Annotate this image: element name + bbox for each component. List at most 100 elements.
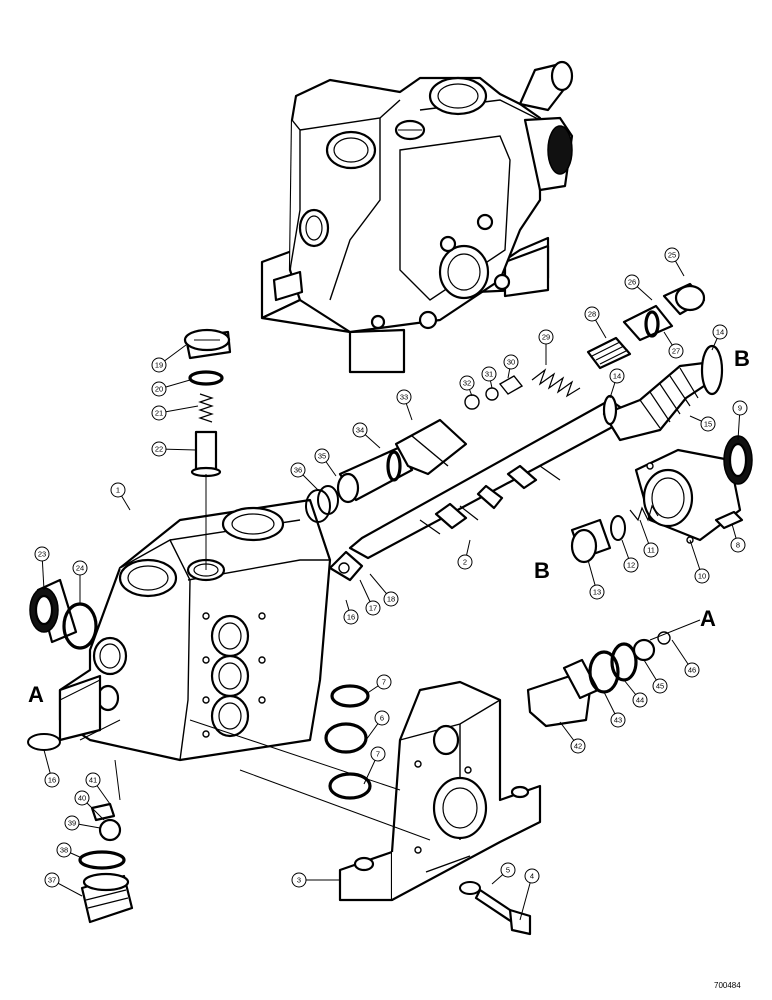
callout-circle [110,482,126,498]
end-cap [634,435,753,544]
callout-label: 10 [698,572,706,581]
callout-circle [352,422,368,438]
lower-left-parts [27,733,134,924]
callout-circle [668,343,684,359]
callout-circle [457,554,473,570]
callout-circle [151,357,167,373]
callout-circle [370,746,386,762]
callout-circle [664,247,680,263]
callout-circle [624,274,640,290]
callout-label: 12 [627,561,635,570]
callout-label: 19 [155,361,163,370]
sleeve-parts [570,504,659,564]
callout-circle [610,712,626,728]
marker-a-left: A [28,682,44,707]
callout-label: 30 [507,358,515,367]
callout-circle [570,738,586,754]
callout-circle [584,306,600,322]
callout-label: 24 [76,564,84,573]
callout-circle [684,662,700,678]
callout-label: 42 [574,742,582,751]
callout-label: 7 [382,678,386,687]
callout-label: 6 [380,714,384,723]
callout-circle [290,462,306,478]
relief-cartridge [305,418,468,523]
callout-label: 13 [593,588,601,597]
marker-b-top: B [734,346,750,371]
callout-label: 36 [294,466,302,475]
callout-circle [524,868,540,884]
callout-label: 16 [48,776,56,785]
callout-label: 3 [297,876,301,885]
callout-circle [64,815,80,831]
callout-circle [623,557,639,573]
callout-label: 9 [738,404,742,413]
callout-label: 32 [463,379,471,388]
callout-label: 45 [656,682,664,691]
callout-label: 15 [704,420,712,429]
callout-circle [500,862,516,878]
callout-label: 35 [318,452,326,461]
callout-circle [481,366,497,382]
callout-circle [589,584,605,600]
callout-label: 23 [38,550,46,559]
callout-label: 5 [506,866,510,875]
callout-circle [365,600,381,616]
callout-label: 8 [736,541,740,550]
center-o-rings [324,684,372,800]
callout-circle [291,872,307,888]
callout-label: 20 [155,385,163,394]
callout-circle [503,354,519,370]
callout-circle [74,790,90,806]
callout-circle [694,568,710,584]
callout-label: 41 [89,776,97,785]
callout-circle [343,609,359,625]
marker-b-left: B [534,558,550,583]
callout-label: 43 [614,716,622,725]
callout-label: 39 [68,819,76,828]
callout-label: 16 [347,613,355,622]
mounting-bolt [459,881,532,936]
check-valve-parts [526,631,671,728]
callout-label: 29 [542,333,550,342]
callout-label: 40 [78,794,86,803]
callout-circle [34,546,50,562]
callout-label: 4 [530,872,534,881]
callout-label: 26 [628,278,636,287]
callout-circle [538,329,554,345]
callout-circle [314,448,330,464]
callout-label: 31 [485,370,493,379]
assembled-valve [260,60,574,374]
valve-body [58,498,332,762]
callout-circle [151,441,167,457]
callout-circle [730,537,746,553]
callout-label: 38 [60,846,68,855]
callout-circle [609,368,625,384]
callout-circle [396,389,412,405]
pedestal-base [338,680,542,902]
callout-circle [72,560,88,576]
callout-circle [56,842,72,858]
callout-label: 1 [116,486,120,495]
callout-label: 22 [155,445,163,454]
callout-circle [383,591,399,607]
assembly-guide-lines [59,474,701,841]
callout-label: 18 [387,595,395,604]
callout-label: 7 [376,750,380,759]
top-plug-assembly [183,328,232,478]
callout-label: 14 [716,328,724,337]
callout-label: 21 [155,409,163,418]
callout-circle [643,542,659,558]
callout-circle [374,710,390,726]
callout-label: 27 [672,347,680,356]
marker-a-right: A [700,606,716,631]
left-plug [29,578,98,650]
callout-circle [376,674,392,690]
callout-label: 34 [356,426,364,435]
callout-circle [652,678,668,694]
callout-label: 33 [400,393,408,402]
callout-label: 2 [463,558,467,567]
figure-number: 700484 [714,981,741,990]
